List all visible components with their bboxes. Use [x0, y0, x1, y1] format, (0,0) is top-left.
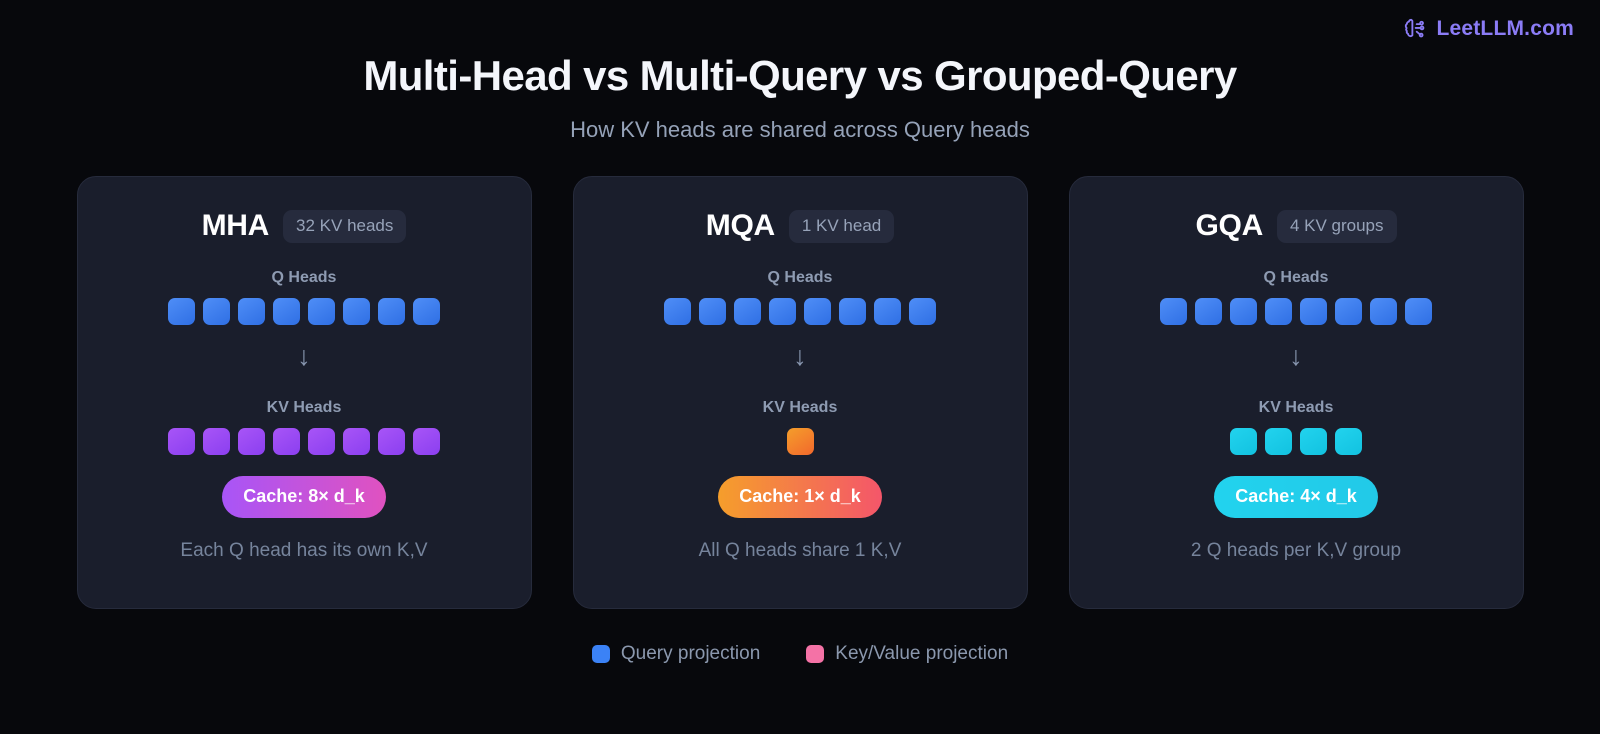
- brand-logo: LeetLLM.com: [1401, 16, 1574, 42]
- card-badge: 1 KV head: [788, 209, 895, 243]
- down-arrow-icon: ↓: [1289, 341, 1303, 371]
- legend-label: Key/Value projection: [835, 643, 1009, 664]
- down-arrow-icon: ↓: [297, 341, 311, 371]
- q-heads-row: [168, 298, 440, 325]
- page-subtitle: How KV heads are shared across Query hea…: [570, 117, 1030, 142]
- card-title: MQA: [705, 209, 775, 242]
- legend-label: Query projection: [620, 643, 761, 664]
- card-gqa: GQA 4 KV groups Q Heads ↓ KV Heads Cache…: [1068, 176, 1524, 609]
- head-square: [308, 298, 335, 325]
- head-square: [664, 298, 691, 325]
- head-square: [378, 428, 405, 455]
- head-square: [786, 428, 814, 455]
- head-square: [273, 428, 300, 455]
- head-square: [413, 428, 440, 455]
- head-square: [1335, 428, 1362, 455]
- head-square: [1265, 298, 1292, 325]
- card-mqa: MQA 1 KV head Q Heads ↓ KV Heads Cache: …: [572, 176, 1028, 609]
- head-square: [874, 298, 901, 325]
- card-title: GQA: [1195, 209, 1264, 242]
- head-square: [1160, 298, 1187, 325]
- kv-heads-label: KV Heads: [266, 399, 342, 416]
- head-square: [1230, 298, 1257, 325]
- head-square: [343, 428, 370, 455]
- q-heads-label: Q Heads: [767, 269, 833, 286]
- head-square: [839, 298, 866, 325]
- card-title: MHA: [201, 209, 270, 242]
- head-square: [273, 298, 300, 325]
- comparison-cards: MHA 32 KV heads Q Heads ↓ KV Heads Cache…: [0, 176, 1600, 609]
- head-square: [378, 298, 405, 325]
- card-header: GQA 4 KV groups: [1196, 209, 1397, 243]
- cache-badge: Cache: 4× d_k: [1214, 476, 1378, 518]
- cache-badge: Cache: 8× d_k: [222, 476, 386, 518]
- kv-heads-label: KV Heads: [762, 399, 838, 416]
- head-square: [1265, 428, 1292, 455]
- kv-heads-row: [786, 428, 814, 455]
- legend-color-swatch: [806, 645, 825, 663]
- head-square: [168, 298, 195, 325]
- brain-icon: [1401, 16, 1427, 42]
- card-note: Each Q head has its own K,V: [180, 540, 428, 561]
- card-header: MHA 32 KV heads: [202, 209, 407, 243]
- head-square: [168, 428, 195, 455]
- head-square: [1405, 298, 1432, 325]
- card-header: MQA 1 KV head: [706, 209, 895, 243]
- head-square: [203, 428, 230, 455]
- q-heads-label: Q Heads: [271, 269, 337, 286]
- legend-item-query: Query projection: [591, 643, 761, 665]
- brand-name: LeetLLM.com: [1436, 17, 1574, 40]
- page-header: Multi-Head vs Multi-Query vs Grouped-Que…: [0, 0, 1600, 143]
- head-square: [769, 298, 796, 325]
- kv-heads-label: KV Heads: [1258, 399, 1334, 416]
- head-square: [1370, 298, 1397, 325]
- card-badge: 4 KV groups: [1276, 209, 1397, 243]
- card-note: 2 Q heads per K,V group: [1190, 540, 1402, 561]
- kv-heads-row: [168, 428, 440, 455]
- page-title: Multi-Head vs Multi-Query vs Grouped-Que…: [363, 52, 1237, 99]
- head-square: [1195, 298, 1222, 325]
- card-note: All Q heads share 1 K,V: [698, 540, 902, 561]
- head-square: [699, 298, 726, 325]
- head-square: [1335, 298, 1362, 325]
- card-badge: 32 KV heads: [283, 209, 407, 243]
- head-square: [343, 298, 370, 325]
- q-heads-row: [664, 298, 936, 325]
- q-heads-row: [1160, 298, 1432, 325]
- card-mha: MHA 32 KV heads Q Heads ↓ KV Heads Cache…: [76, 176, 532, 609]
- legend-color-swatch: [591, 645, 610, 663]
- q-heads-label: Q Heads: [1263, 269, 1329, 286]
- cache-badge: Cache: 1× d_k: [718, 476, 882, 518]
- down-arrow-icon: ↓: [793, 341, 807, 371]
- head-square: [1300, 298, 1327, 325]
- head-square: [909, 298, 936, 325]
- kv-heads-row: [1230, 428, 1362, 455]
- legend-item-keyvalue: Key/Value projection: [806, 643, 1008, 665]
- head-square: [238, 298, 265, 325]
- head-square: [804, 298, 831, 325]
- head-square: [308, 428, 335, 455]
- head-square: [734, 298, 761, 325]
- head-square: [1300, 428, 1327, 455]
- legend: Query projection Key/Value projection: [0, 643, 1600, 665]
- head-square: [203, 298, 230, 325]
- head-square: [238, 428, 265, 455]
- head-square: [413, 298, 440, 325]
- head-square: [1230, 428, 1257, 455]
